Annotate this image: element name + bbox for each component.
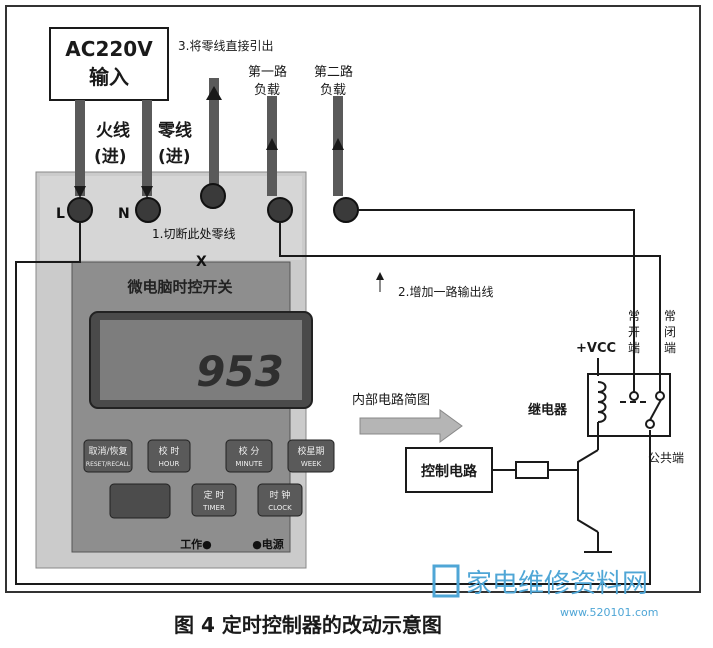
relay-nc-contact [655,391,665,401]
terminal-load1 [267,197,293,223]
neutral-down-arrow-icon [141,186,153,198]
figure-caption: 图 4 定时控制器的改动示意图 [174,613,442,637]
neutral-sub-label: (进) [158,147,191,167]
relay-common-contact [645,419,655,429]
load1-label-line1: 第一路 [248,64,287,80]
button-week-bottom: WEEK [301,460,322,468]
control-circuit-box [405,447,493,493]
common-label: 公共端 [648,451,684,465]
load2-label-line1: 第二路 [314,64,353,80]
device-title: 微电脑时控开关 [126,278,232,296]
neutral-up-arrow-icon [206,86,222,100]
internal-circuit-label: 内部电路简图 [352,392,430,408]
nc-label-line: 常闭端 [664,309,676,355]
relay-circuit [492,358,671,553]
watermark-logo-icon [432,564,460,598]
button-minute-bottom: MINUTE [235,460,262,468]
watermark-url: www.520101.com [560,606,658,619]
lcd-readout: 953 [196,347,284,396]
relay-label: 继电器 [528,402,568,418]
load2-up-arrow-icon [332,138,344,150]
button-week[interactable]: 校星期 WEEK [287,439,335,473]
button-hour[interactable]: 校 时 HOUR [147,439,191,473]
neutral-label: 零线 [157,120,192,141]
ac-input-line1: AC220V [65,37,153,61]
button-minute-top: 校 分 [239,445,260,457]
load1-label-line2: 负载 [254,83,280,98]
lcd-screen [100,320,302,400]
terminal-L-label: L [56,206,65,222]
load2-label-line2: 负载 [320,83,346,98]
button-week-top: 校星期 [297,445,324,457]
cut-mark: X [196,254,207,270]
load1-up-arrow-icon [266,138,278,150]
live-sub-label: (进) [94,147,127,167]
terminal-neutral-out [200,183,226,209]
button-reset-bottom: RESET/RECALL [86,461,131,468]
step3-label: 3.将零线直接引出 [178,38,273,53]
no-label-line: 常开端 [628,309,640,355]
work-indicator: 工作● [180,537,212,551]
button-hour-bottom: HOUR [159,460,180,468]
ac-input-box [49,27,169,101]
relay-no-contact [629,391,639,401]
button-clock-top: 时 钟 [270,489,291,501]
step1-label: 1.切断此处零线 [152,226,235,241]
button-reset[interactable]: 取消/恢复 RESET/RECALL [83,439,133,473]
live-label: 火线 [96,120,130,141]
button-minute[interactable]: 校 分 MINUTE [225,439,273,473]
button-hour-top: 校 时 [159,445,180,457]
terminal-L [67,197,93,223]
button-timer-bottom: TIMER [202,504,225,512]
watermark-chars: 家电维修资料网 [466,569,648,599]
vcc-label: +VCC [576,341,616,356]
button-clock[interactable]: 时 钟 CLOCK [257,483,303,517]
terminal-N-label: N [118,206,130,222]
live-down-arrow-icon [74,186,86,198]
button-timer-top: 定 时 [204,489,225,501]
ac-input-line2: 输入 [89,65,129,89]
button-timer[interactable]: 定 时 TIMER [191,483,237,517]
terminal-N [135,197,161,223]
step2-label: 2.增加一路输出线 [398,284,493,299]
internal-circuit-arrow-icon [359,409,463,443]
thin-wiring [15,209,661,585]
no-label: 常开端 [628,309,640,355]
terminal-load2 [333,197,359,223]
power-indicator: ●电源 [252,537,284,551]
button-clock-bottom: CLOCK [268,504,292,512]
step2-arrow-icon [376,272,384,280]
button-reset-top: 取消/恢复 [88,445,127,457]
outer-frame [5,5,701,593]
nc-label: 常闭端 [664,309,676,355]
control-circuit-label: 控制电路 [421,463,478,480]
button-blank[interactable] [109,483,171,519]
